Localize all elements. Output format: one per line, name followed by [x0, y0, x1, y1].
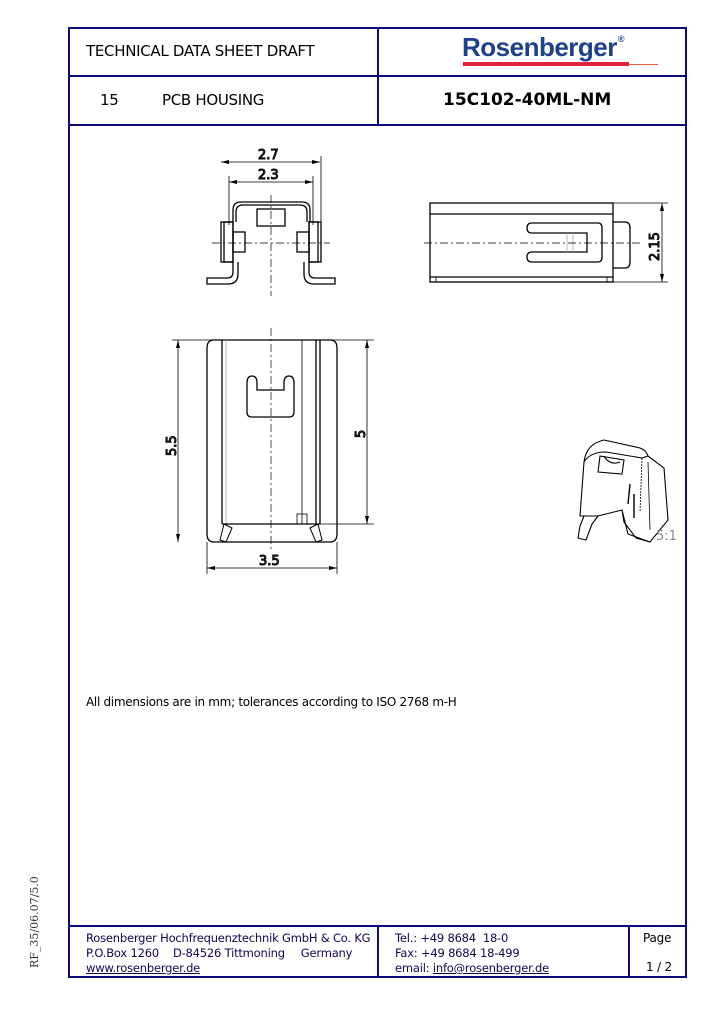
fax: Fax: +49 8684 18-499 [395, 946, 520, 960]
website-link[interactable]: www.rosenberger.de [86, 961, 201, 975]
logo-underline-red [463, 62, 629, 66]
footer-divider-1 [377, 925, 379, 978]
top-view [172, 328, 374, 574]
contact-info: Tel.: +49 8684 18-0 Fax: +49 8684 18-499… [395, 931, 549, 976]
dim-side-height: 2.15 [648, 232, 663, 261]
page-label: Page [643, 931, 672, 945]
footer-divider-2 [628, 925, 630, 978]
email-link[interactable]: info@rosenberger.de [432, 961, 549, 975]
telephone: Tel.: +49 8684 18-0 [395, 931, 509, 945]
brand-name: Rosenberger [462, 32, 617, 62]
dim-top-length-total: 5.5 [165, 435, 180, 456]
product-name: PCB HOUSING [162, 91, 265, 109]
part-number: 15C102-40ML-NM [443, 90, 612, 110]
side-view [424, 202, 668, 283]
iso-view [577, 439, 669, 543]
document-code: RF_35/06.07/5.0 [28, 876, 41, 968]
dim-front-outer: 2.7 [258, 148, 279, 163]
address-pobox: P.O.Box 1260 [86, 946, 159, 960]
dimensions-note: All dimensions are in mm; tolerances acc… [86, 695, 457, 709]
series-number: 15 [100, 91, 119, 109]
company-address: P.O.Box 1260 D-84526 Tittmoning Germany [86, 946, 370, 961]
header-column-divider [377, 27, 379, 126]
registered-mark: ® [617, 34, 625, 44]
dim-top-length: 5 [354, 430, 369, 438]
front-view [206, 156, 336, 296]
company-name: Rosenberger Hochfrequenztechnik GmbH & C… [86, 931, 371, 945]
dim-front-inner: 2.3 [258, 168, 279, 183]
address-country: Germany [300, 946, 353, 960]
email-label: email: [395, 961, 433, 975]
document-title: TECHNICAL DATA SHEET DRAFT [86, 42, 315, 60]
logo-underline-orange [629, 64, 658, 65]
address-city: D-84526 Tittmoning [172, 946, 285, 960]
company-info: Rosenberger Hochfrequenztechnik GmbH & C… [86, 931, 371, 976]
iso-scale-label: 5:1 [656, 529, 677, 544]
page-number: 1 / 2 [646, 960, 672, 974]
dim-top-width: 3.5 [259, 554, 280, 569]
brand-logo: Rosenberger® [462, 32, 625, 63]
